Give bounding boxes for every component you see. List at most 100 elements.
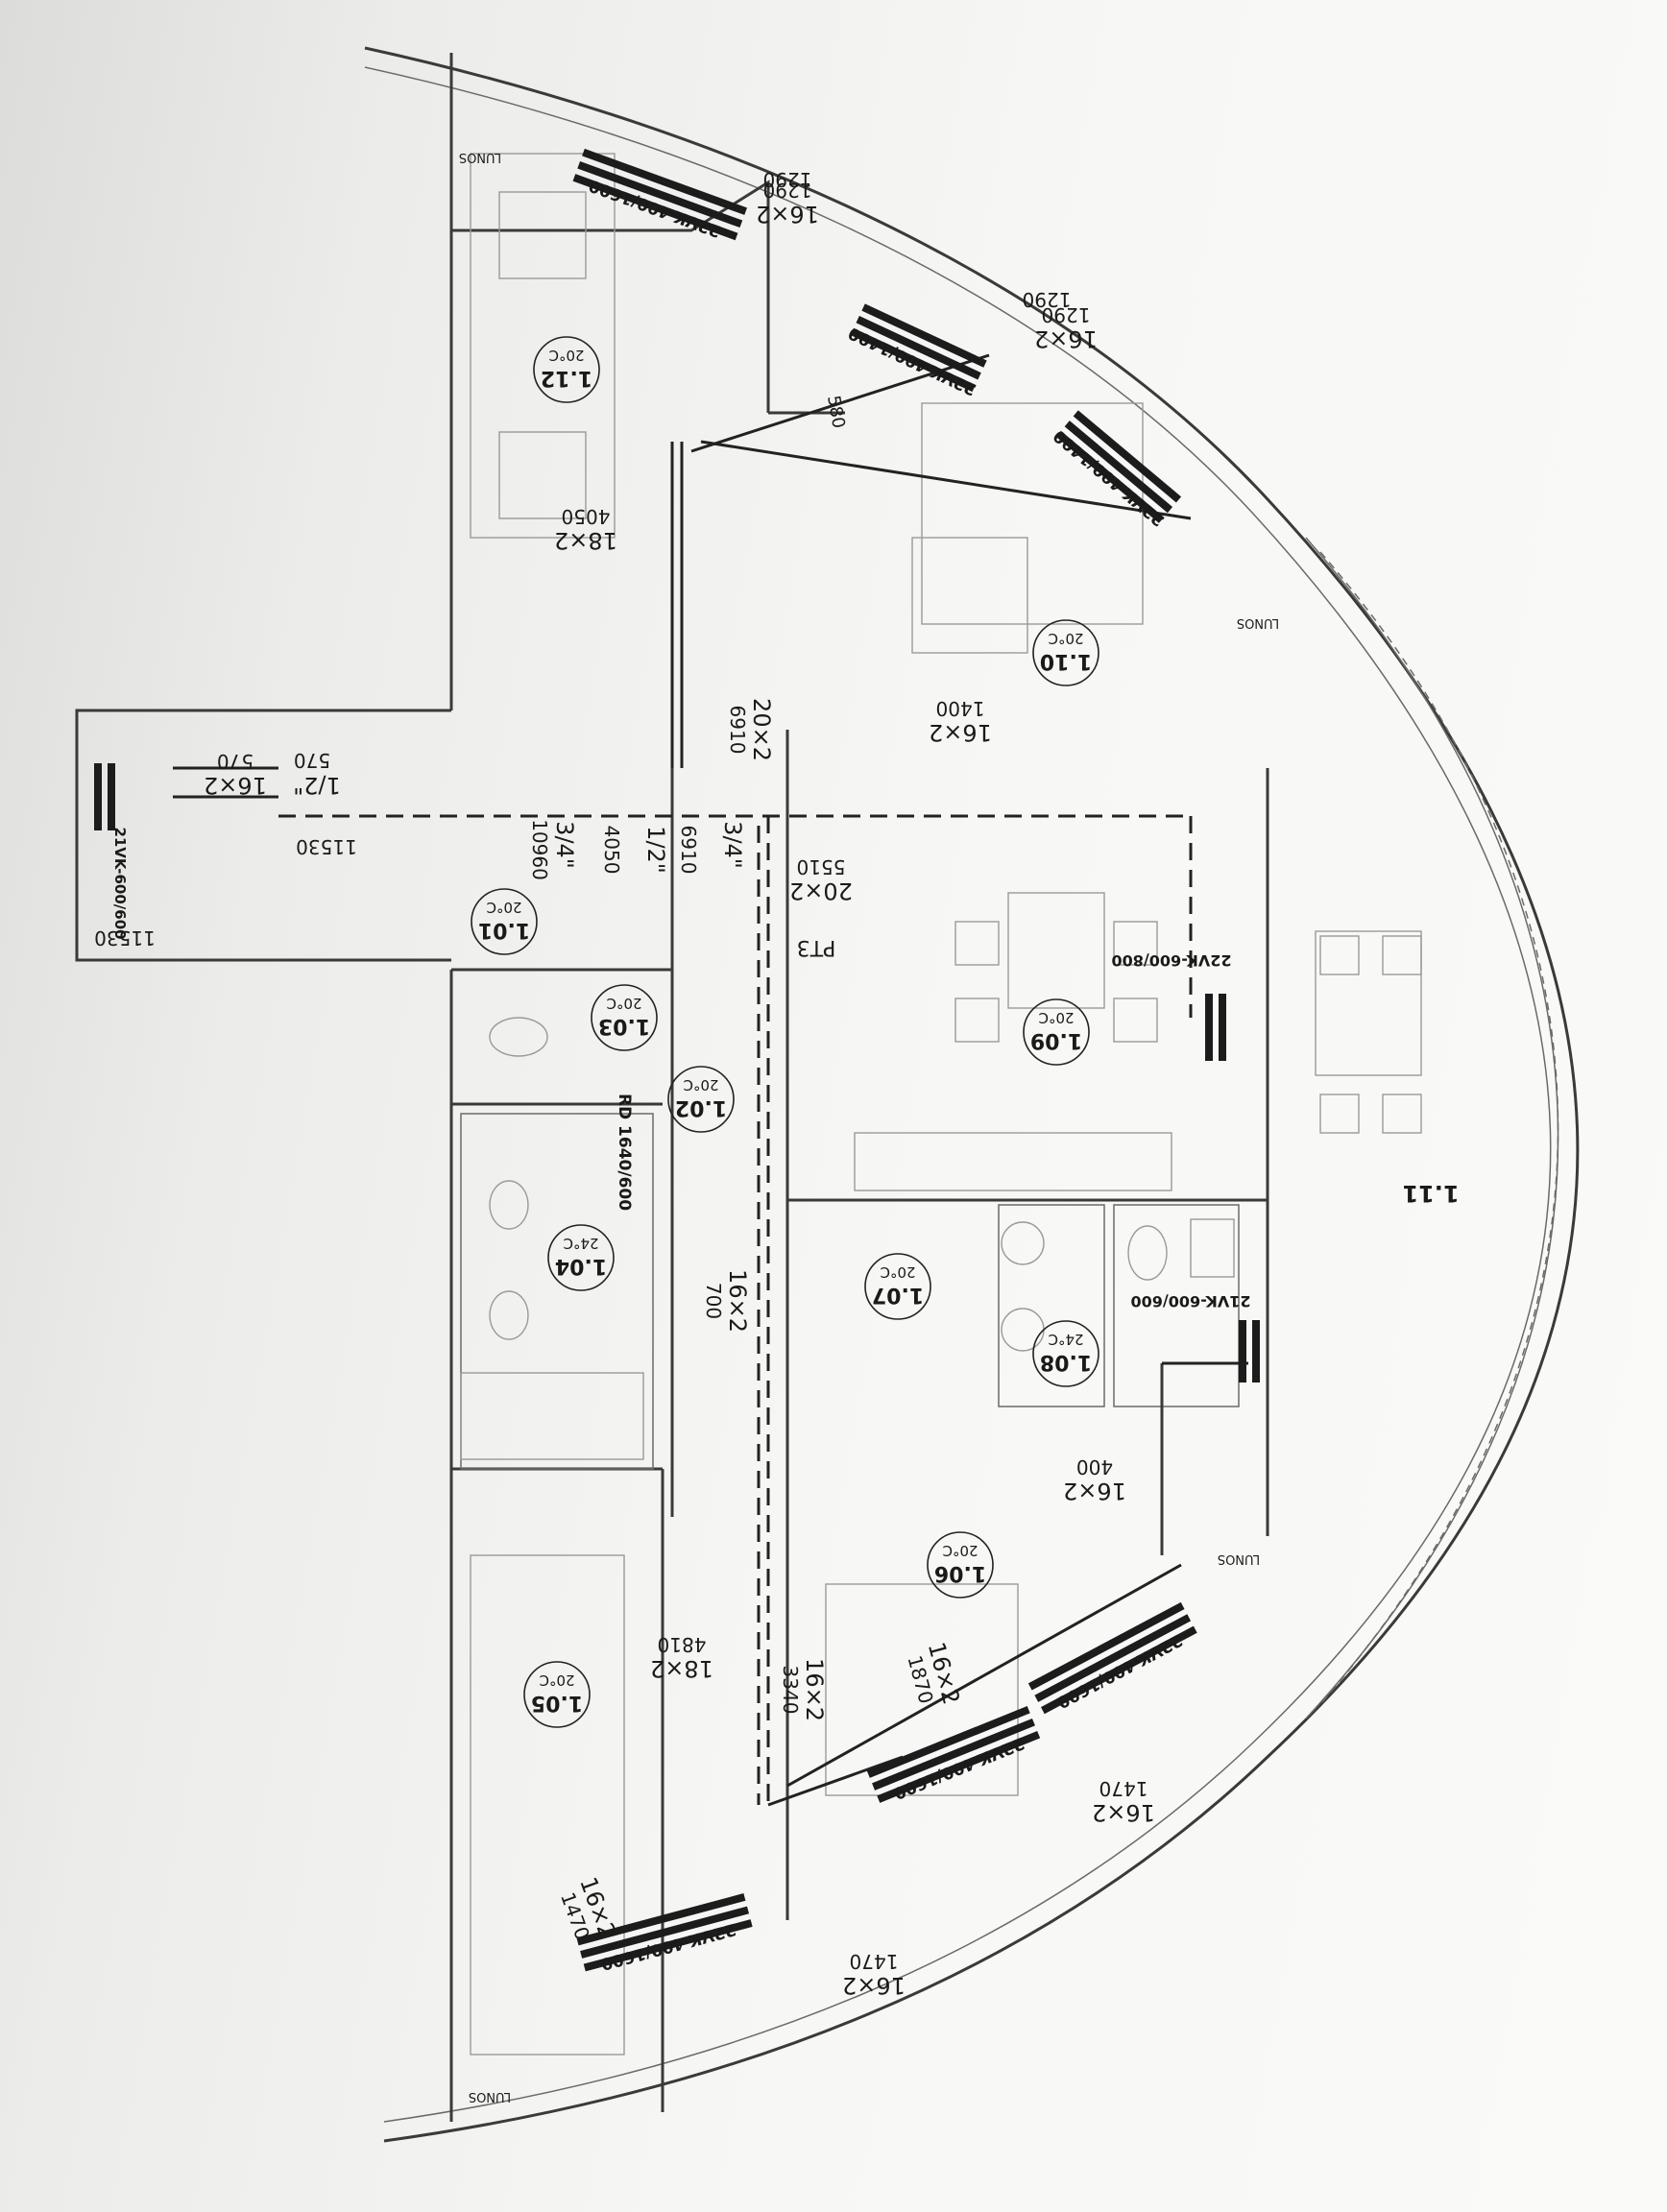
room-1-11: 1.11 [1402, 1180, 1459, 1207]
radiator-7 [1027, 1601, 1197, 1715]
pipe-labels: 16×2 1290 16×2 1290 18×2 4050 16×2 1400 … [204, 179, 1155, 1999]
pipe-size: 16×2 [842, 1972, 906, 1999]
dimension-9: 1290 [1023, 288, 1072, 311]
pipe-size: 16×2 [801, 1658, 828, 1721]
dimension-2: 10960 [528, 819, 551, 880]
pipe-label-1: 16×2 1290 [756, 179, 819, 228]
pipe-length: 700 [702, 1283, 725, 1319]
pipe-size: 20×2 [748, 698, 775, 761]
room-number: 1.11 [1402, 1180, 1459, 1207]
lunos-label-bottom-left: LUNOS [469, 2089, 511, 2104]
special-labels: RD 1640/600 PT3 LUNOS LUNOS LUNOS LUNOS [459, 150, 1279, 2104]
pipe-label-7: 16×2 570 [204, 750, 267, 799]
pipe-length: 4050 [562, 505, 611, 528]
pipe-size: 16×2 [1063, 1478, 1126, 1504]
pipe-size: 16×2 [204, 772, 267, 799]
pipe-length: 1470 [1099, 1777, 1148, 1800]
room-1-07: 1.07 20°C [864, 1253, 931, 1320]
pipe-length: 570 [217, 750, 254, 773]
pipe-label-2: 16×2 1290 [1034, 303, 1098, 352]
radiators [94, 148, 1260, 1972]
pipe-length: 1400 [936, 697, 985, 720]
pipe-size: 18×2 [650, 1655, 713, 1682]
radiator-9 [576, 1893, 753, 1972]
pipe-label-12: 16×2 1470 [842, 1950, 906, 1999]
radiator-1 [572, 148, 747, 241]
pipe-size: 16×2 [929, 719, 992, 746]
pipe-label-9: 16×2 400 [1063, 1455, 1126, 1504]
pipe-label-6: 20×2 5510 [789, 855, 853, 904]
room-number: 1.09 [1030, 1028, 1082, 1052]
room-temp: 20°C [539, 1671, 574, 1689]
pipe-length: 1290 [1042, 303, 1091, 326]
dimension-1: 11530 [296, 835, 357, 858]
pipe-label-14: 16×2 1870 [903, 1639, 964, 1707]
room-1-06: 1.06 20°C [927, 1531, 994, 1599]
room-1-03: 1.03 20°C [591, 984, 658, 1051]
pipe-label-3: 18×2 4050 [554, 505, 617, 554]
room-number: 1.07 [872, 1283, 924, 1307]
room-1-05: 1.05 20°C [523, 1661, 591, 1728]
room-1-08: 1.08 24°C [1032, 1320, 1099, 1387]
pipe-size: 18×2 [554, 527, 617, 554]
room-temp: 20°C [606, 995, 641, 1012]
radiator-5 [1239, 1320, 1260, 1382]
pipe-size: 16×2 [1034, 325, 1098, 352]
curved-facade [364, 46, 1580, 2143]
pipe-label-8: 16×2 700 [702, 1269, 751, 1333]
room-temp: 24°C [1048, 1331, 1083, 1348]
radiator-6 [94, 763, 115, 830]
dimension-3: 4050 [600, 826, 623, 875]
lunos-label-right-bottom: LUNOS [1218, 1551, 1260, 1566]
room-1-09: 1.09 20°C [1023, 998, 1090, 1066]
pipe-label-4: 16×2 1400 [929, 697, 992, 746]
room-number: 1.05 [531, 1691, 583, 1715]
pipe-label-10: 18×2 4810 [650, 1633, 713, 1682]
room-number: 1.02 [675, 1095, 727, 1119]
room-number: 1.01 [478, 918, 530, 942]
room-temp: 20°C [1048, 630, 1083, 647]
room-temp: 24°C [563, 1235, 598, 1252]
lunos-label-top-left: LUNOS [459, 150, 501, 164]
room-number: 1.08 [1040, 1350, 1092, 1374]
pipe-size: 16×2 [724, 1269, 751, 1333]
pipe-length: 4810 [658, 1633, 707, 1656]
pipe-label-5: 20×2 6910 [726, 698, 775, 761]
dimension-5: 570 [294, 749, 330, 772]
radiator-label-6: 21VK-600/600 [111, 827, 129, 939]
room-1-12: 1.12 20°C [533, 336, 600, 403]
interior-walls [75, 53, 1269, 2122]
room-number: 1.06 [934, 1561, 986, 1585]
pipe-size: 20×2 [789, 878, 853, 904]
dimension-8: 580 [823, 394, 849, 429]
main-pipe-size-2: 3/4" [719, 821, 746, 869]
radiator-label-4: 22VK-600/800 [1112, 951, 1232, 970]
pipe-label-13: 16×2 3340 [779, 1658, 828, 1721]
lunos-label-right-top: LUNOS [1237, 615, 1279, 630]
pipe-size: 16×2 [1092, 1799, 1155, 1826]
room-temp: 20°C [880, 1263, 915, 1281]
furniture [460, 153, 1422, 2056]
room-1-02: 1.02 20°C [667, 1066, 735, 1133]
pipe-length: 5510 [797, 855, 846, 878]
radiator-4 [1205, 994, 1226, 1061]
room-number: 1.12 [541, 366, 592, 390]
radiator-3 [1055, 410, 1182, 523]
dimension-7: 1290 [763, 168, 812, 191]
radiator-2 [850, 303, 987, 393]
pipe-size: 16×2 [756, 201, 819, 228]
room-number: 1.03 [598, 1014, 650, 1038]
rd-label: RD 1640/600 [615, 1094, 634, 1211]
pipe-length: 1290 [763, 179, 812, 202]
pipe-length: 400 [1076, 1455, 1113, 1479]
radiator-label-5: 21VK-600/600 [1131, 1292, 1251, 1310]
radiator-8 [866, 1706, 1041, 1803]
pipe-length: 1470 [850, 1950, 899, 1973]
dimension-labels: 11530 10960 4050 6910 570 11530 1290 580… [94, 168, 1071, 950]
room-temp: 20°C [683, 1076, 718, 1094]
main-pipe-size-1: 3/4" [551, 821, 578, 869]
room-temp: 20°C [942, 1542, 978, 1559]
main-pipe-sizes: 3/4" 3/4" 1/2" 1/2" [293, 772, 746, 874]
